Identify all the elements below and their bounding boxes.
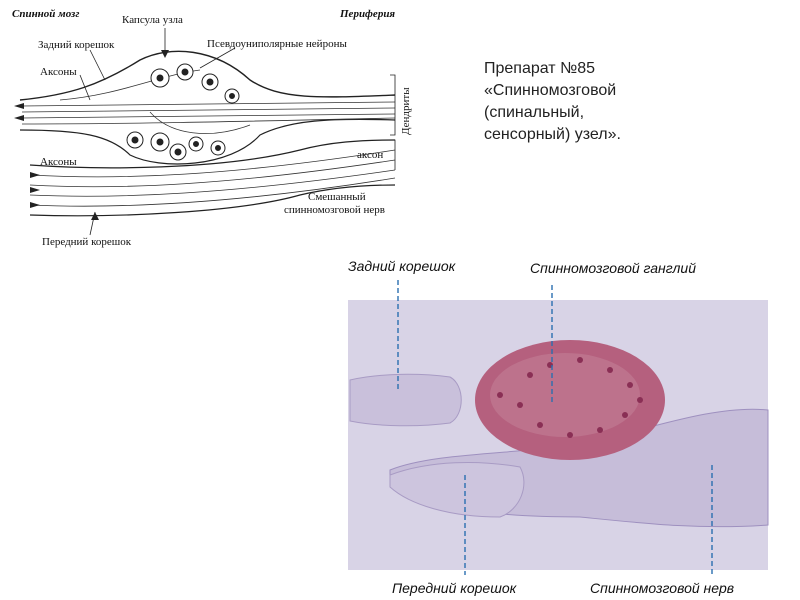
ganglion-inner	[490, 353, 640, 437]
caption-line-3: (спинальный,	[484, 104, 585, 121]
anterior-fibers	[29, 149, 396, 207]
caption-line-1: Препарат №85	[484, 60, 596, 77]
micro-label-spinal-nerve: Спинномозговой нерв	[590, 580, 734, 596]
spinal-ganglion-scheme: Спинной мозг Периферия Капсула узла Задн…	[12, 8, 412, 248]
label-mixed-nerve-1: Смешанный	[308, 191, 366, 203]
micro-leaders	[397, 280, 713, 575]
caption-line-2: «Спинномозговой	[484, 82, 617, 99]
micro-label-anterior-root: Передний корешок	[392, 580, 518, 596]
label-capsule: Капсула узла	[122, 14, 183, 26]
anterior-root-outline-top	[29, 139, 396, 169]
anterior-root-tissue	[389, 461, 525, 518]
label-pseudounipolar: Псевдоуниполярные нейроны	[207, 38, 347, 50]
preparation-caption: Препарат №85 «Спинномозговой (спинальный…	[484, 58, 784, 146]
scheme-leaders	[79, 28, 396, 236]
label-anterior-root: Передний корешок	[42, 236, 132, 248]
micro-label-posterior-root: Задний корешок	[348, 258, 457, 274]
micro-label-ganglion: Спинномозговой ганглий	[530, 260, 696, 276]
label-posterior-root: Задний корешок	[38, 39, 115, 51]
label-spinal-cord: Спинной мозг	[12, 8, 79, 20]
posterior-root-tissue	[349, 373, 462, 427]
label-periphery: Периферия	[339, 8, 395, 20]
anterior-arrows	[30, 172, 40, 208]
anterior-root-outline-bottom	[29, 184, 396, 217]
anterior-root-arrow	[91, 212, 99, 220]
label-axon-small: аксон	[357, 149, 383, 161]
ganglion-lower-outline	[19, 118, 396, 165]
label-mixed-nerve-2: спинномозговой нерв	[284, 204, 385, 216]
label-dendrites: Дендриты	[400, 87, 412, 135]
ganglion-cells	[497, 357, 643, 438]
posterior-arrows	[14, 103, 24, 121]
caption-line-4: сенсорный) узел».	[484, 126, 621, 143]
capsule-arrow	[161, 50, 169, 58]
ganglion-capsule-outline	[19, 50, 396, 101]
label-axons-bottom: Аксоны	[40, 156, 77, 168]
ganglion-micrograph: Задний корешок Спинномозговой ганглий Пе…	[348, 258, 769, 596]
label-axons-top: Аксоны	[40, 66, 77, 78]
neuron-bodies	[126, 63, 240, 161]
